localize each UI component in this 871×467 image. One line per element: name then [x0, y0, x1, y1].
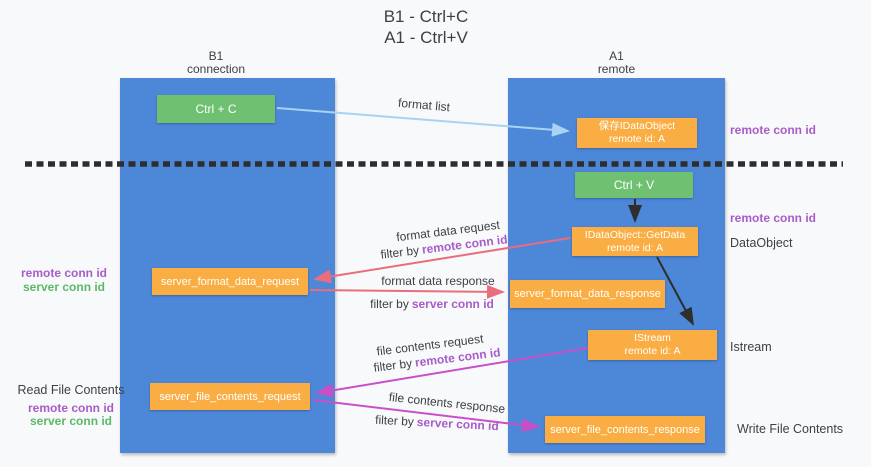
ctrl-v-box: Ctrl + V: [575, 172, 693, 198]
format-data-response-arrow: [309, 284, 505, 299]
server-file-contents-response-label: server_file_contents_response: [550, 423, 700, 436]
getdata-line2: remote id: A: [606, 241, 663, 254]
remote-conn-id-annotation-top-right: remote conn id: [730, 123, 817, 137]
server-conn-id-text: server conn id: [411, 297, 494, 311]
right-column-header: A1 remote: [508, 50, 725, 76]
remote-conn-id-annotation-left-file: remote conn id: [27, 401, 114, 415]
dataobject-annotation: DataObject: [730, 236, 793, 250]
left-column-name: B1: [208, 49, 224, 63]
istream-box: IStream remote id: A: [588, 330, 717, 360]
left-column-subtitle: connection: [186, 62, 246, 76]
right-column-subtitle: remote: [597, 62, 636, 76]
server-file-contents-response-box: server_file_contents_response: [545, 416, 705, 443]
ctrl-c-box: Ctrl + C: [157, 95, 275, 123]
format-list-label: format list: [397, 95, 451, 115]
server-conn-id-annotation-left-format: server conn id: [22, 280, 106, 294]
save-dataobject-box: 保存IDataObject remote id: A: [577, 118, 697, 148]
server-format-data-request-label: server_format_data_request: [160, 275, 300, 288]
remote-conn-id-annotation-left-format: remote conn id: [20, 266, 107, 280]
server-conn-id-text: server conn id: [416, 414, 500, 434]
idataobject-getdata-box: IDataObject::GetData remote id: A: [572, 227, 698, 256]
filter-by-text: filter by: [370, 297, 409, 311]
format-data-response-label: format data response: [381, 274, 495, 288]
getdata-line1: IDataObject::GetData: [584, 228, 686, 241]
server-file-contents-request-label: server_file_contents_request: [159, 390, 301, 403]
server-conn-id-annotation-left-file: server conn id: [29, 414, 113, 428]
right-column-name: A1: [609, 49, 624, 63]
write-file-contents-annotation: Write File Contents: [737, 422, 844, 436]
save-dataobject-line1: 保存IDataObject: [598, 120, 676, 132]
server-format-data-response-label: server_format_data_response: [514, 288, 661, 300]
remote-conn-id-annotation-mid-right: remote conn id: [730, 211, 817, 225]
read-file-contents-annotation: Read File Contents: [17, 383, 125, 397]
title-line-1: B1 - Ctrl+C: [383, 7, 469, 26]
server-format-data-request-box: server_format_data_request: [152, 268, 308, 295]
save-dataobject-line2: remote id: A: [608, 133, 665, 145]
diagram-title: B1 - Ctrl+C A1 - Ctrl+V: [306, 6, 546, 48]
ctrl-c-label: Ctrl + C: [195, 102, 237, 116]
istream-line2: remote id: A: [624, 345, 681, 357]
ctrl-v-label: Ctrl + V: [613, 178, 655, 192]
server-file-contents-request-box: server_file_contents_request: [150, 383, 310, 410]
server-format-data-response-box: server_format_data_response: [510, 280, 665, 308]
filter-by-text: filter by: [372, 356, 413, 375]
istream-annotation: Istream: [730, 340, 772, 354]
left-column-header: B1 connection: [146, 50, 286, 76]
file-contents-response-label: file contents response: [388, 389, 506, 417]
title-line-2: A1 - Ctrl+V: [384, 28, 468, 47]
filter-by-text: filter by: [379, 243, 420, 262]
istream-line1: IStream: [634, 332, 671, 344]
filter-by-text: filter by: [374, 412, 415, 429]
